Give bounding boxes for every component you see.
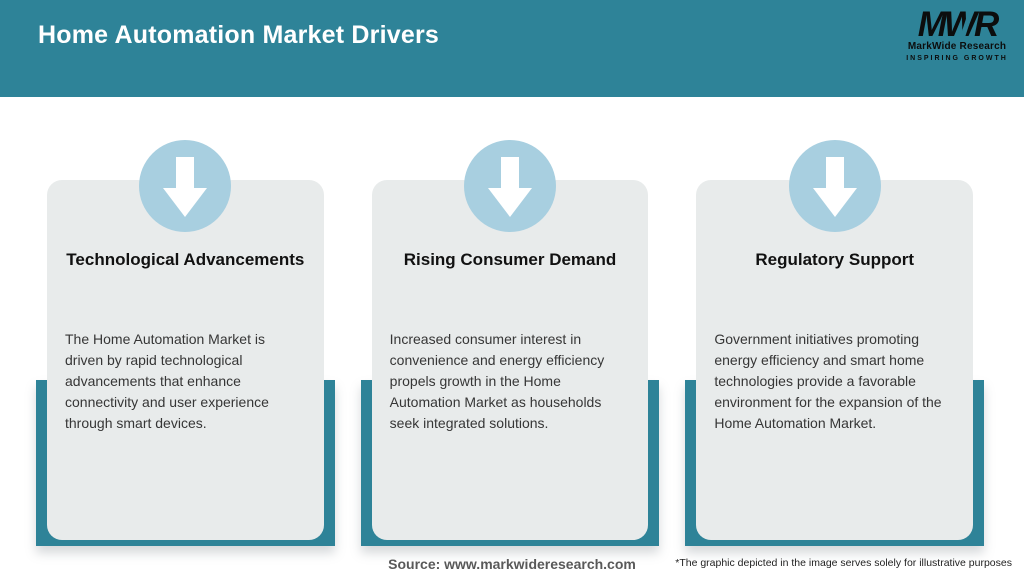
logo-tagline: INSPIRING GROWTH [906, 55, 1008, 62]
card-rising-consumer-demand: Rising Consumer Demand Increased consume… [360, 140, 660, 546]
card-body: Rising Consumer Demand Increased consume… [371, 140, 649, 540]
logo-name: MarkWide Research [907, 41, 1007, 52]
card-description: The Home Automation Market is driven by … [65, 331, 269, 431]
logo-acronym-text: MWR [917, 5, 999, 44]
logo-acronym: MWR [917, 5, 999, 44]
card-description: Government initiatives promoting energy … [714, 331, 942, 431]
down-arrow-badge [788, 140, 881, 232]
card-title: Regulatory Support [755, 250, 915, 269]
down-arrow-icon [812, 157, 857, 217]
card-title: Technological Advancements [66, 250, 305, 269]
header-band: Home Automation Market Drivers MWR MarkW… [0, 0, 1024, 97]
down-arrow-badge [464, 140, 556, 232]
down-arrow-icon [488, 157, 532, 217]
disclaimer-text: *The graphic depicted in the image serve… [675, 557, 1012, 569]
source-text: Source: www.markwideresearch.com [388, 556, 636, 572]
down-arrow-icon [163, 157, 208, 217]
down-arrow-badge [139, 140, 232, 232]
markwide-research-logo: MWR MarkWide Research INSPIRING GROWTH [902, 5, 1012, 62]
page-title: Home Automation Market Drivers [38, 21, 439, 49]
card-body: Technological Advancements The Home Auto… [47, 140, 324, 540]
cards-row: Technological Advancements The Home Auto… [36, 140, 985, 546]
card-technological-advancements: Technological Advancements The Home Auto… [36, 140, 335, 546]
card-title: Rising Consumer Demand [403, 250, 617, 269]
card-regulatory-support: Regulatory Support Government initiative… [685, 140, 985, 546]
card-description: Increased consumer interest in convenien… [389, 331, 605, 431]
card-body: Regulatory Support Government initiative… [696, 140, 974, 540]
